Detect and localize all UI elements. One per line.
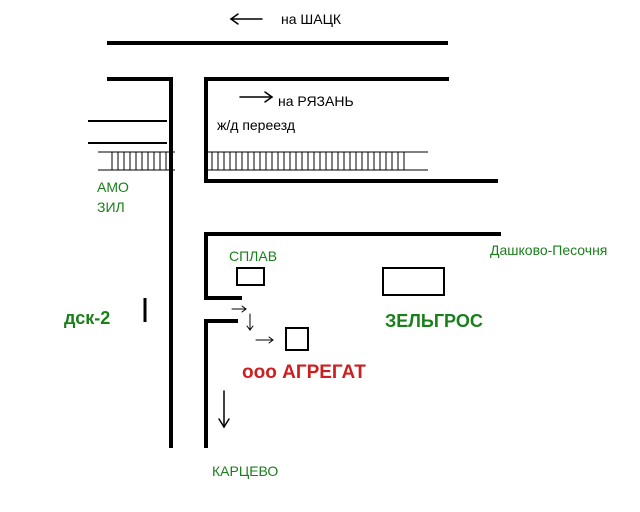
label-zelgros: ЗЕЛЬГРОС [385,311,483,331]
label-shatsk: на ШАЦК [281,11,342,27]
agregat-building [285,327,309,351]
road-mid-block [204,232,501,300]
label-dashkovo: Дашково-Песочня [490,242,608,258]
label-ryazan: на РЯЗАНЬ [278,93,354,109]
arrow-right-icon [239,91,274,103]
label-splav: СПЛАВ [229,248,278,264]
label-railway-crossing: ж/д переезд [217,117,296,133]
railway [98,151,428,171]
zelgros-building [382,267,445,296]
label-agregat: ооо АГРЕГАТ [242,362,366,383]
arrow-route-icon [231,305,274,344]
road-lower-right [204,319,238,448]
label-zil: ЗИЛ [97,199,125,215]
label-kartsevo: КАРЦЕВО [212,463,279,479]
splav-building [236,267,265,286]
label-dsk2: дск-2 [64,308,111,328]
arrow-down-icon [218,390,230,429]
label-amo: АМО [97,179,129,195]
road-left-vertical [107,77,173,448]
road-upper-block [204,77,498,183]
arrow-left-icon [229,13,263,25]
